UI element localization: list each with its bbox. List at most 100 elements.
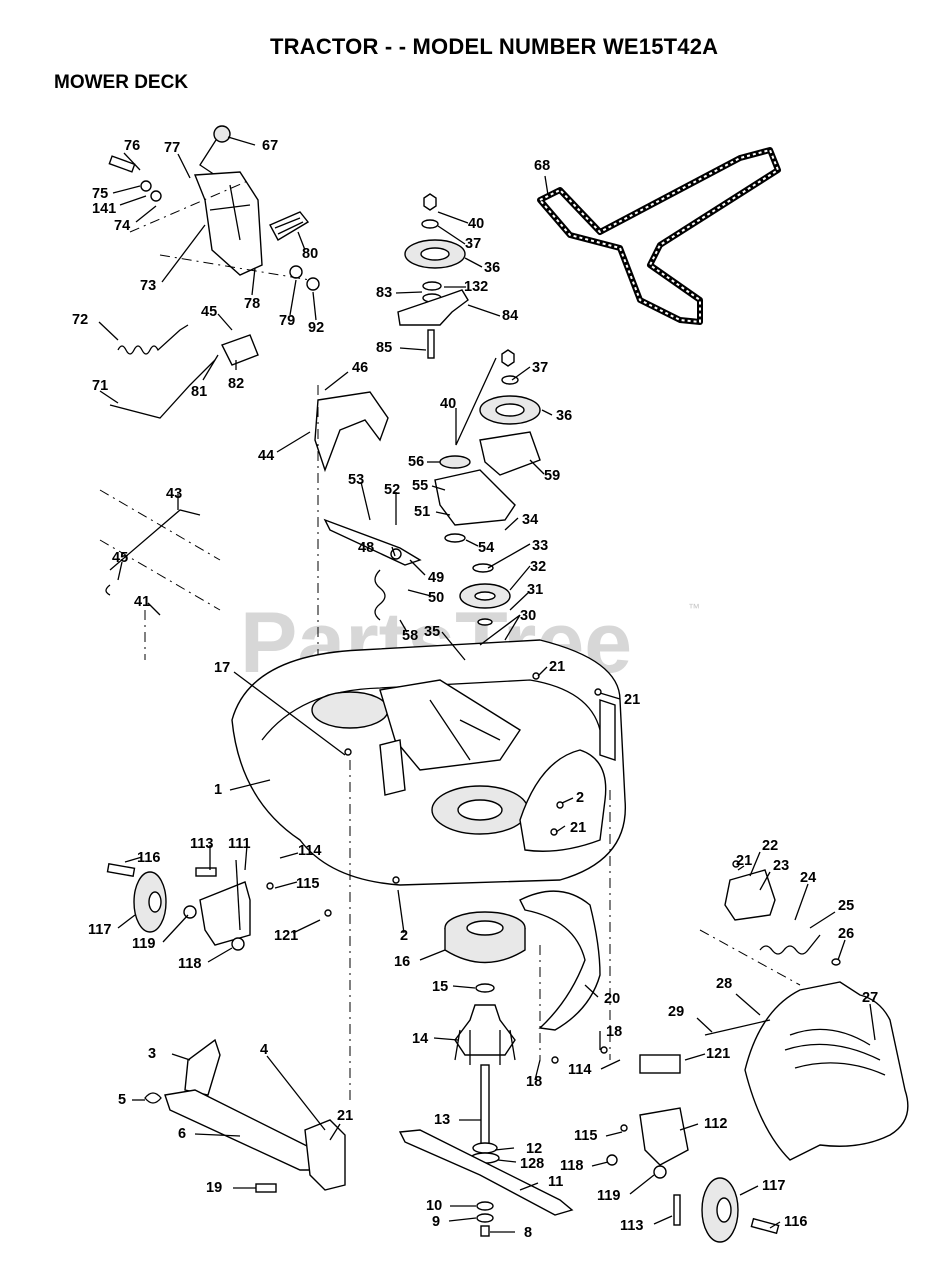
callout-36: 36 bbox=[484, 260, 500, 276]
callout-22: 22 bbox=[762, 838, 778, 854]
callout-21b: 21 bbox=[624, 692, 640, 708]
callout-19: 19 bbox=[206, 1180, 222, 1196]
idler-arm bbox=[479, 431, 541, 476]
callout-26: 26 bbox=[838, 926, 854, 942]
callout-117a: 117 bbox=[88, 922, 111, 938]
callout-114b: 114 bbox=[568, 1062, 591, 1078]
callout-46: 46 bbox=[352, 360, 368, 376]
callout-116b: 116 bbox=[784, 1214, 807, 1230]
callout-71: 71 bbox=[92, 378, 108, 394]
callout-33: 33 bbox=[532, 538, 548, 554]
pin-part bbox=[108, 155, 136, 173]
callout-52: 52 bbox=[384, 482, 400, 498]
idler-bracket bbox=[397, 289, 469, 326]
callout-121b: 121 bbox=[706, 1046, 730, 1062]
callout-74: 74 bbox=[114, 218, 130, 234]
discharge-chute-opening bbox=[519, 749, 607, 852]
callout-labels: 76 77 67 75 141 74 73 80 78 79 92 72 45 … bbox=[72, 138, 878, 1241]
callout-119a: 119 bbox=[132, 936, 155, 952]
section-title: MOWER DECK bbox=[54, 72, 189, 93]
callout-53: 53 bbox=[348, 472, 364, 488]
callout-115a: 115 bbox=[296, 876, 319, 892]
callout-9: 9 bbox=[432, 1214, 440, 1230]
spindle-shaft bbox=[480, 1064, 490, 1146]
callout-132: 132 bbox=[464, 279, 488, 295]
lever-knob bbox=[213, 125, 231, 143]
callout-20: 20 bbox=[604, 991, 620, 1007]
callout-77: 77 bbox=[164, 140, 180, 156]
callout-114a: 114 bbox=[298, 843, 321, 859]
callout-50: 50 bbox=[428, 590, 444, 606]
discharge-chute bbox=[699, 869, 909, 1161]
deck-bracket-rear bbox=[304, 1119, 346, 1191]
belt-cover bbox=[314, 391, 389, 473]
idler-pulley-top bbox=[397, 193, 469, 359]
diagram-title: TRACTOR - - MODEL NUMBER WE15T42A bbox=[270, 34, 719, 59]
callout-115b: 115 bbox=[574, 1128, 597, 1144]
callout-79: 79 bbox=[279, 313, 295, 329]
callout-59: 59 bbox=[544, 468, 560, 484]
callout-30: 30 bbox=[520, 608, 536, 624]
link-bracket bbox=[221, 334, 259, 366]
callout-67: 67 bbox=[262, 138, 278, 154]
callout-119b: 119 bbox=[597, 1188, 620, 1204]
callout-78: 78 bbox=[244, 296, 260, 312]
callout-1: 1 bbox=[214, 782, 222, 798]
spindle-housing bbox=[454, 1004, 516, 1056]
callout-41: 41 bbox=[134, 594, 150, 610]
callout-83: 83 bbox=[376, 285, 392, 301]
callout-21c: 21 bbox=[570, 820, 586, 836]
callout-45: 45 bbox=[201, 304, 217, 320]
callout-56: 56 bbox=[408, 454, 424, 470]
callout-121a: 121 bbox=[274, 928, 298, 944]
callout-72: 72 bbox=[72, 312, 88, 328]
callout-48: 48 bbox=[358, 540, 374, 556]
lift-spring bbox=[117, 324, 189, 355]
callout-10: 10 bbox=[426, 1198, 442, 1214]
callout-111: 111 bbox=[228, 836, 251, 852]
callout-118b: 118 bbox=[560, 1158, 583, 1174]
callout-34: 34 bbox=[522, 512, 538, 528]
callout-18a: 18 bbox=[606, 1024, 622, 1040]
callout-92: 92 bbox=[308, 320, 324, 336]
spindle-assembly bbox=[398, 911, 574, 1237]
chute-hinge-bracket bbox=[724, 869, 776, 921]
callout-17: 17 bbox=[214, 660, 230, 676]
callout-118a: 118 bbox=[178, 956, 201, 972]
callout-21a: 21 bbox=[549, 659, 565, 675]
callout-18b: 18 bbox=[526, 1074, 542, 1090]
callout-84: 84 bbox=[502, 308, 518, 324]
mower-blade bbox=[398, 1129, 574, 1216]
callout-12: 12 bbox=[526, 1141, 542, 1157]
deck-pivot-bracket bbox=[379, 679, 521, 771]
center-pulley-stack bbox=[323, 349, 541, 626]
callout-37: 37 bbox=[465, 236, 481, 252]
callout-43: 43 bbox=[166, 486, 182, 502]
callout-25: 25 bbox=[838, 898, 854, 914]
callout-55: 55 bbox=[412, 478, 428, 494]
callout-21e: 21 bbox=[337, 1108, 353, 1124]
callout-29: 29 bbox=[668, 1004, 684, 1020]
callout-141: 141 bbox=[92, 201, 116, 217]
callout-73: 73 bbox=[140, 278, 156, 294]
front-wheel-left bbox=[106, 859, 251, 951]
gauge-wheel-bracket-right bbox=[639, 1107, 689, 1166]
chute-spring bbox=[759, 934, 821, 955]
callout-16: 16 bbox=[394, 954, 410, 970]
callout-35: 35 bbox=[424, 624, 440, 640]
deck-baffle bbox=[519, 890, 601, 1031]
callout-5: 5 bbox=[118, 1092, 126, 1108]
callout-11: 11 bbox=[548, 1174, 563, 1190]
callout-45b: 45 bbox=[112, 550, 128, 566]
callout-81: 81 bbox=[191, 384, 207, 400]
front-deck-linkage bbox=[144, 1038, 346, 1193]
callout-37b: 37 bbox=[532, 360, 548, 376]
mower-deck-housing bbox=[231, 639, 627, 1100]
callout-21d: 21 bbox=[736, 853, 752, 869]
chute-rod bbox=[704, 1019, 771, 1036]
watermark-trademark: ™ bbox=[688, 601, 700, 615]
deck-hanger bbox=[109, 509, 201, 571]
callout-51: 51 bbox=[414, 504, 430, 520]
callout-23: 23 bbox=[773, 858, 789, 874]
